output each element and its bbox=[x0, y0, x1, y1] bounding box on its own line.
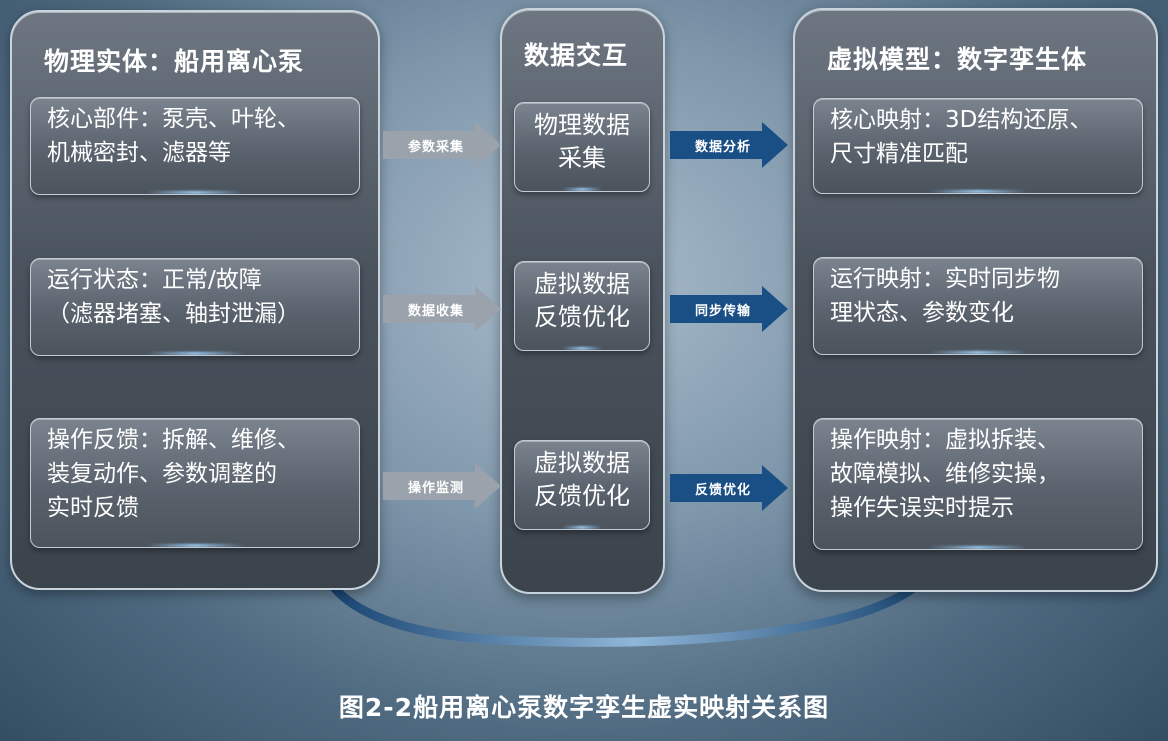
physical-data-collection-card: 物理数据 采集 bbox=[514, 102, 650, 192]
figure-caption: 图2-2船用离心泵数字孪生虚实映射关系图 bbox=[338, 693, 830, 722]
virtual-model-panel: 虚拟模型：数字孪生体 核心映射：3D结构还原、 尺寸精准匹配 运行映射：实时同步… bbox=[793, 8, 1158, 592]
core-mapping-card: 核心映射：3D结构还原、 尺寸精准匹配 bbox=[813, 98, 1143, 194]
operation-monitoring-label: 操作监测 bbox=[407, 480, 464, 496]
feedback-optimization-label: 反馈优化 bbox=[694, 482, 751, 498]
feedback-optimization-arrow: 反馈优化 bbox=[670, 465, 788, 511]
operation-feedback-card: 操作反馈：拆解、维修、 装复动作、参数调整的 实时反馈 bbox=[30, 418, 360, 548]
data-gathering-label: 数据收集 bbox=[407, 303, 464, 319]
data-analysis-label: 数据分析 bbox=[694, 139, 751, 155]
data-gathering-arrow: 数据收集 bbox=[383, 286, 501, 332]
virtual-data-feedback-card-2: 虚拟数据 反馈优化 bbox=[514, 440, 650, 530]
virtual-model-title: 虚拟模型：数字孪生体 bbox=[827, 45, 1088, 74]
operation-mapping-card: 操作映射：虚拟拆装、 故障模拟、维修实操， 操作失误实时提示 bbox=[813, 418, 1143, 550]
running-mapping-card: 运行映射：实时同步物 理状态、参数变化 bbox=[813, 257, 1143, 355]
sync-transmission-label: 同步传输 bbox=[694, 303, 751, 319]
data-interaction-panel: 数据交互 物理数据 采集 虚拟数据 反馈优化 虚拟数据 反馈优化 bbox=[500, 8, 665, 594]
physical-entity-panel: 物理实体：船用离心泵 核心部件：泵壳、叶轮、 机械密封、滤器等 运行状态：正常/… bbox=[10, 10, 380, 590]
operation-monitoring-arrow: 操作监测 bbox=[383, 463, 501, 509]
core-components-card: 核心部件：泵壳、叶轮、 机械密封、滤器等 bbox=[30, 97, 360, 195]
data-analysis-arrow: 数据分析 bbox=[670, 122, 788, 168]
data-interaction-title: 数据交互 bbox=[524, 41, 629, 70]
physical-entity-title: 物理实体：船用离心泵 bbox=[44, 47, 305, 76]
virtual-data-feedback-card-1: 虚拟数据 反馈优化 bbox=[514, 261, 650, 351]
parameter-collection-label: 参数采集 bbox=[407, 139, 464, 155]
parameter-collection-arrow: 参数采集 bbox=[383, 122, 501, 168]
sync-transmission-arrow: 同步传输 bbox=[670, 286, 788, 332]
running-state-card: 运行状态：正常/故障 （滤器堵塞、轴封泄漏） bbox=[30, 258, 360, 356]
